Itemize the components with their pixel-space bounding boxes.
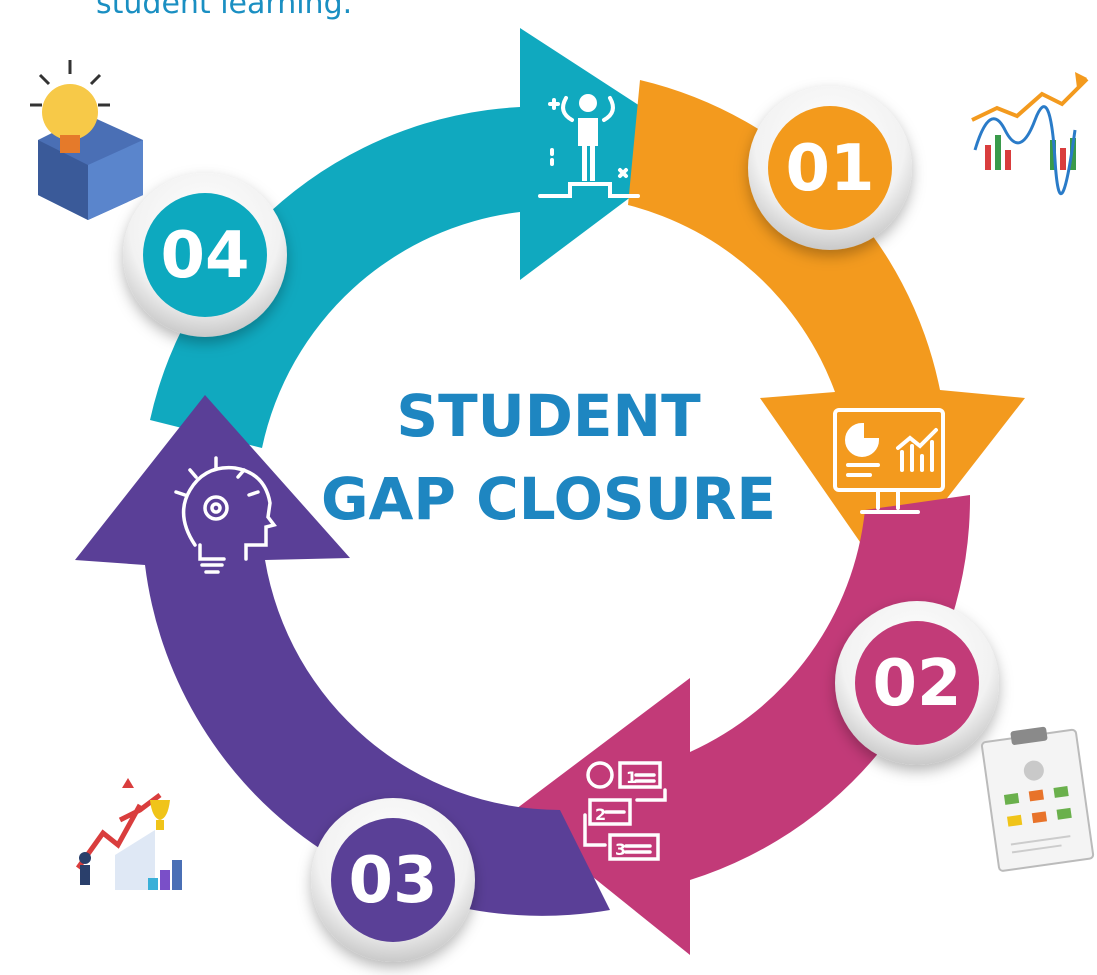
step-number-03: 03	[348, 844, 437, 918]
center-title-line2: GAP CLOSURE	[320, 465, 777, 533]
center-title-line1: STUDENT	[396, 382, 701, 450]
person-podium-icon	[538, 94, 640, 198]
step-badge-01	[748, 86, 912, 250]
intro-text: student learning.	[96, 0, 353, 21]
numbered-process-list-icon: 1 2 3	[583, 761, 667, 861]
lightbulb-head-gear-icon	[174, 456, 277, 574]
svg-text:2: 2	[595, 805, 606, 824]
clipboard-flowchart-icon	[980, 726, 1095, 872]
lightbulb-box-icon	[30, 60, 143, 220]
monitor-analytics-icon	[833, 408, 945, 514]
arrow-segment-02	[512, 495, 971, 955]
arrow-segment-03	[75, 395, 610, 916]
arrow-segment-04	[150, 28, 700, 448]
step-number-04: 04	[160, 219, 249, 293]
step-number-01: 01	[785, 132, 874, 206]
step-number-02: 02	[872, 647, 961, 721]
arrow-segment-01	[628, 80, 1025, 578]
step-badge-04	[123, 173, 287, 337]
growth-trophy-icon	[75, 778, 182, 890]
step-badge-02	[835, 601, 999, 765]
svg-text:1: 1	[626, 768, 637, 787]
svg-text:3: 3	[615, 840, 626, 859]
step-badge-03	[311, 798, 475, 962]
stock-chart-icon	[971, 72, 1089, 196]
